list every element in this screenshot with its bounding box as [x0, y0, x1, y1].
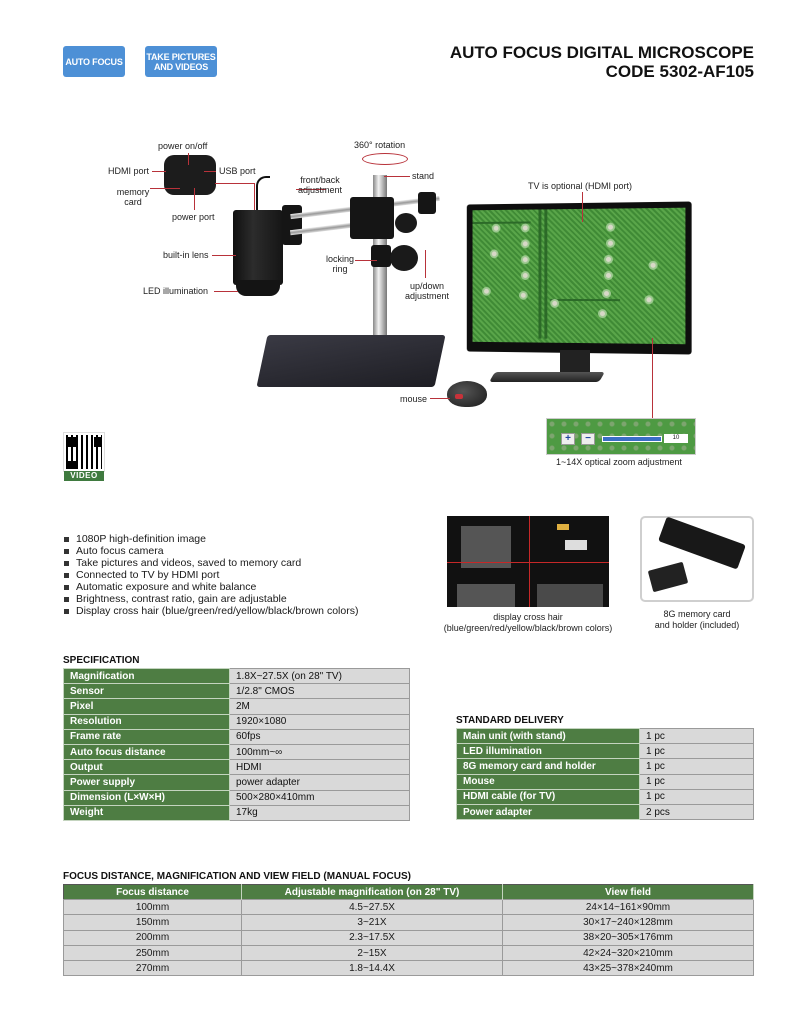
label-front-back-adjustment: front/back adjustment — [297, 175, 343, 195]
label-tv-optional: TV is optional (HDMI port) — [528, 181, 633, 191]
column-header: View field — [502, 884, 754, 900]
cross-block — [350, 197, 394, 239]
led-ring — [236, 280, 280, 296]
monitor-stand-neck — [560, 350, 590, 376]
auto-focus-tag-button[interactable]: AUTO FOCUS — [63, 46, 125, 77]
label-power-port: power port — [172, 212, 215, 222]
qr-video-label: VIDEO — [64, 471, 104, 481]
stand-base — [256, 335, 446, 387]
camera-cable — [256, 176, 270, 212]
label-usb-port: USB port — [219, 166, 256, 176]
standard-delivery-table: Main unit (with stand)1 pc LED illuminat… — [456, 727, 754, 821]
focus-distance-table: Focus distance Adjustable magnification … — [63, 884, 754, 977]
label-zoom-adjustment: 1~14X optical zoom adjustment — [556, 457, 682, 467]
table-row: HDMI cable (for TV)1 pc — [456, 788, 754, 805]
monitor-stand-foot — [489, 372, 605, 382]
label-hdmi-port: HDMI port — [108, 166, 150, 176]
optical-zoom-control: + − 10 — [546, 418, 696, 455]
table-row: Dimension (L×W×H)500×280×410mm — [63, 789, 410, 806]
feature-item: Display cross hair (blue/green/red/yello… — [64, 605, 358, 617]
rotation-arrow-icon — [362, 153, 408, 165]
column-header: Focus distance — [63, 884, 242, 900]
zoom-in-button[interactable]: + — [561, 433, 575, 445]
crosshair-caption: display cross hair (blue/green/red/yello… — [443, 612, 613, 633]
take-pictures-tag-button[interactable]: TAKE PICTURES AND VIDEOS — [145, 46, 217, 77]
take-pictures-label-line1: TAKE PICTURES — [146, 51, 216, 62]
camera-body — [233, 210, 283, 285]
rail-end-cap — [418, 192, 436, 214]
crosshair-photo — [447, 516, 609, 607]
column-header: Adjustable magnification (on 28" TV) — [241, 884, 503, 900]
product-code: CODE 5302-AF105 — [605, 62, 754, 81]
focus-table-title: FOCUS DISTANCE, MAGNIFICATION AND VIEW F… — [63, 871, 411, 882]
camera-mount — [282, 205, 302, 245]
memory-card-caption: 8G memory card and holder (included) — [654, 609, 740, 630]
label-memory-card: memory card — [116, 187, 150, 207]
feature-item: Take pictures and videos, saved to memor… — [64, 557, 358, 569]
height-knob — [390, 245, 418, 271]
table-row: Main unit (with stand)1 pc — [456, 727, 754, 745]
standard-delivery-title: STANDARD DELIVERY — [456, 715, 564, 726]
zoom-slider[interactable] — [602, 436, 662, 442]
feature-item: Brightness, contrast ratio, gain are adj… — [64, 593, 358, 605]
label-up-down-adjustment: up/down adjustment — [404, 281, 450, 301]
camera-back-panel — [164, 155, 216, 195]
feature-list: 1080P high-definition image Auto focus c… — [64, 533, 358, 617]
take-pictures-label-line2: AND VIDEOS — [153, 61, 208, 72]
mouse-image — [447, 381, 487, 407]
label-power-onoff: power on/off — [158, 141, 208, 151]
tv-monitor — [466, 201, 692, 355]
pcb-screen — [472, 207, 686, 345]
feature-item: 1080P high-definition image — [64, 533, 358, 545]
feature-item: Automatic exposure and white balance — [64, 581, 358, 593]
feature-item: Connected to TV by HDMI port — [64, 569, 358, 581]
auto-focus-tag-label: AUTO FOCUS — [65, 56, 123, 67]
label-mouse: mouse — [400, 394, 428, 404]
zoom-out-button[interactable]: − — [581, 433, 595, 445]
page-title: AUTO FOCUS DIGITAL MICROSCOPE CODE 5302-… — [450, 43, 754, 81]
table-header-row: Focus distance Adjustable magnification … — [63, 884, 754, 900]
label-led-illumination: LED illumination — [143, 286, 209, 296]
specification-title: SPECIFICATION — [63, 655, 140, 666]
locking-ring — [371, 245, 391, 267]
qr-code[interactable] — [63, 432, 105, 472]
adjust-knob — [395, 213, 417, 233]
product-title: AUTO FOCUS DIGITAL MICROSCOPE — [449, 43, 754, 62]
mouse-led — [455, 394, 463, 399]
label-stand: stand — [412, 171, 435, 181]
label-built-in-lens: built-in lens — [163, 250, 209, 260]
zoom-value: 10 — [664, 434, 688, 443]
feature-item: Auto focus camera — [64, 545, 358, 557]
label-locking-ring: locking ring — [325, 254, 354, 274]
label-360-rotation: 360° rotation — [354, 140, 406, 150]
